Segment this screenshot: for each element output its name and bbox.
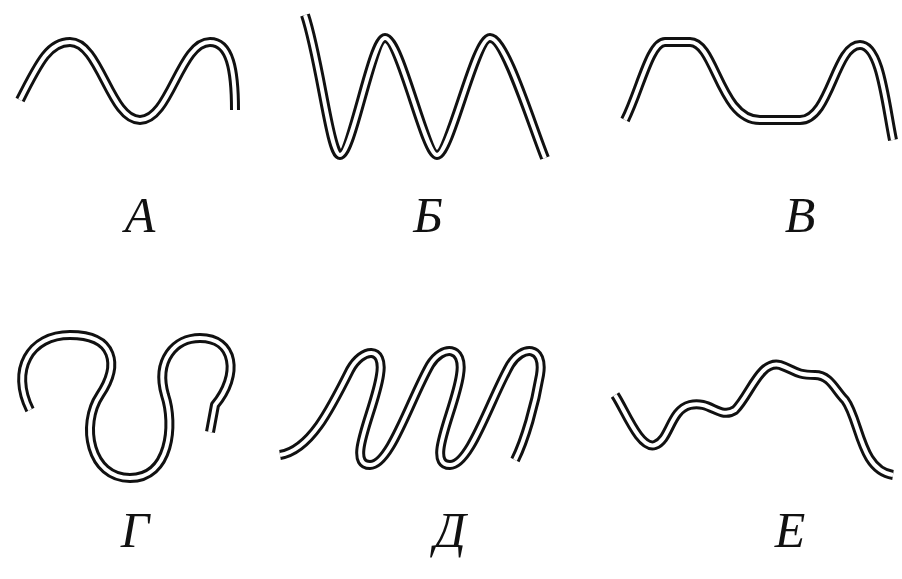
figure-letter-holder: В <box>785 190 816 240</box>
figure-letter: Б <box>413 187 443 243</box>
fold-inner-lines <box>20 15 893 478</box>
figure-letter: Д <box>434 502 466 558</box>
figure-letter-holder: Д <box>434 505 466 555</box>
fold-b <box>305 15 545 158</box>
figure-letter: А <box>125 187 156 243</box>
figure-letter: Е <box>775 502 806 558</box>
figure-letter-holder: Г <box>121 505 149 555</box>
figure-letter-holder: Е <box>775 505 806 555</box>
fold-d <box>280 351 541 465</box>
figure-letter-holder: А <box>125 190 156 240</box>
fold-a <box>20 42 235 120</box>
figure-letter: В <box>785 187 816 243</box>
figure-letter-holder: Б <box>413 190 443 240</box>
fold-g <box>22 335 230 478</box>
fold-v <box>625 42 893 140</box>
fold-outer-lines <box>20 15 893 478</box>
figure-letter: Г <box>121 502 149 558</box>
fold-e <box>615 365 893 475</box>
